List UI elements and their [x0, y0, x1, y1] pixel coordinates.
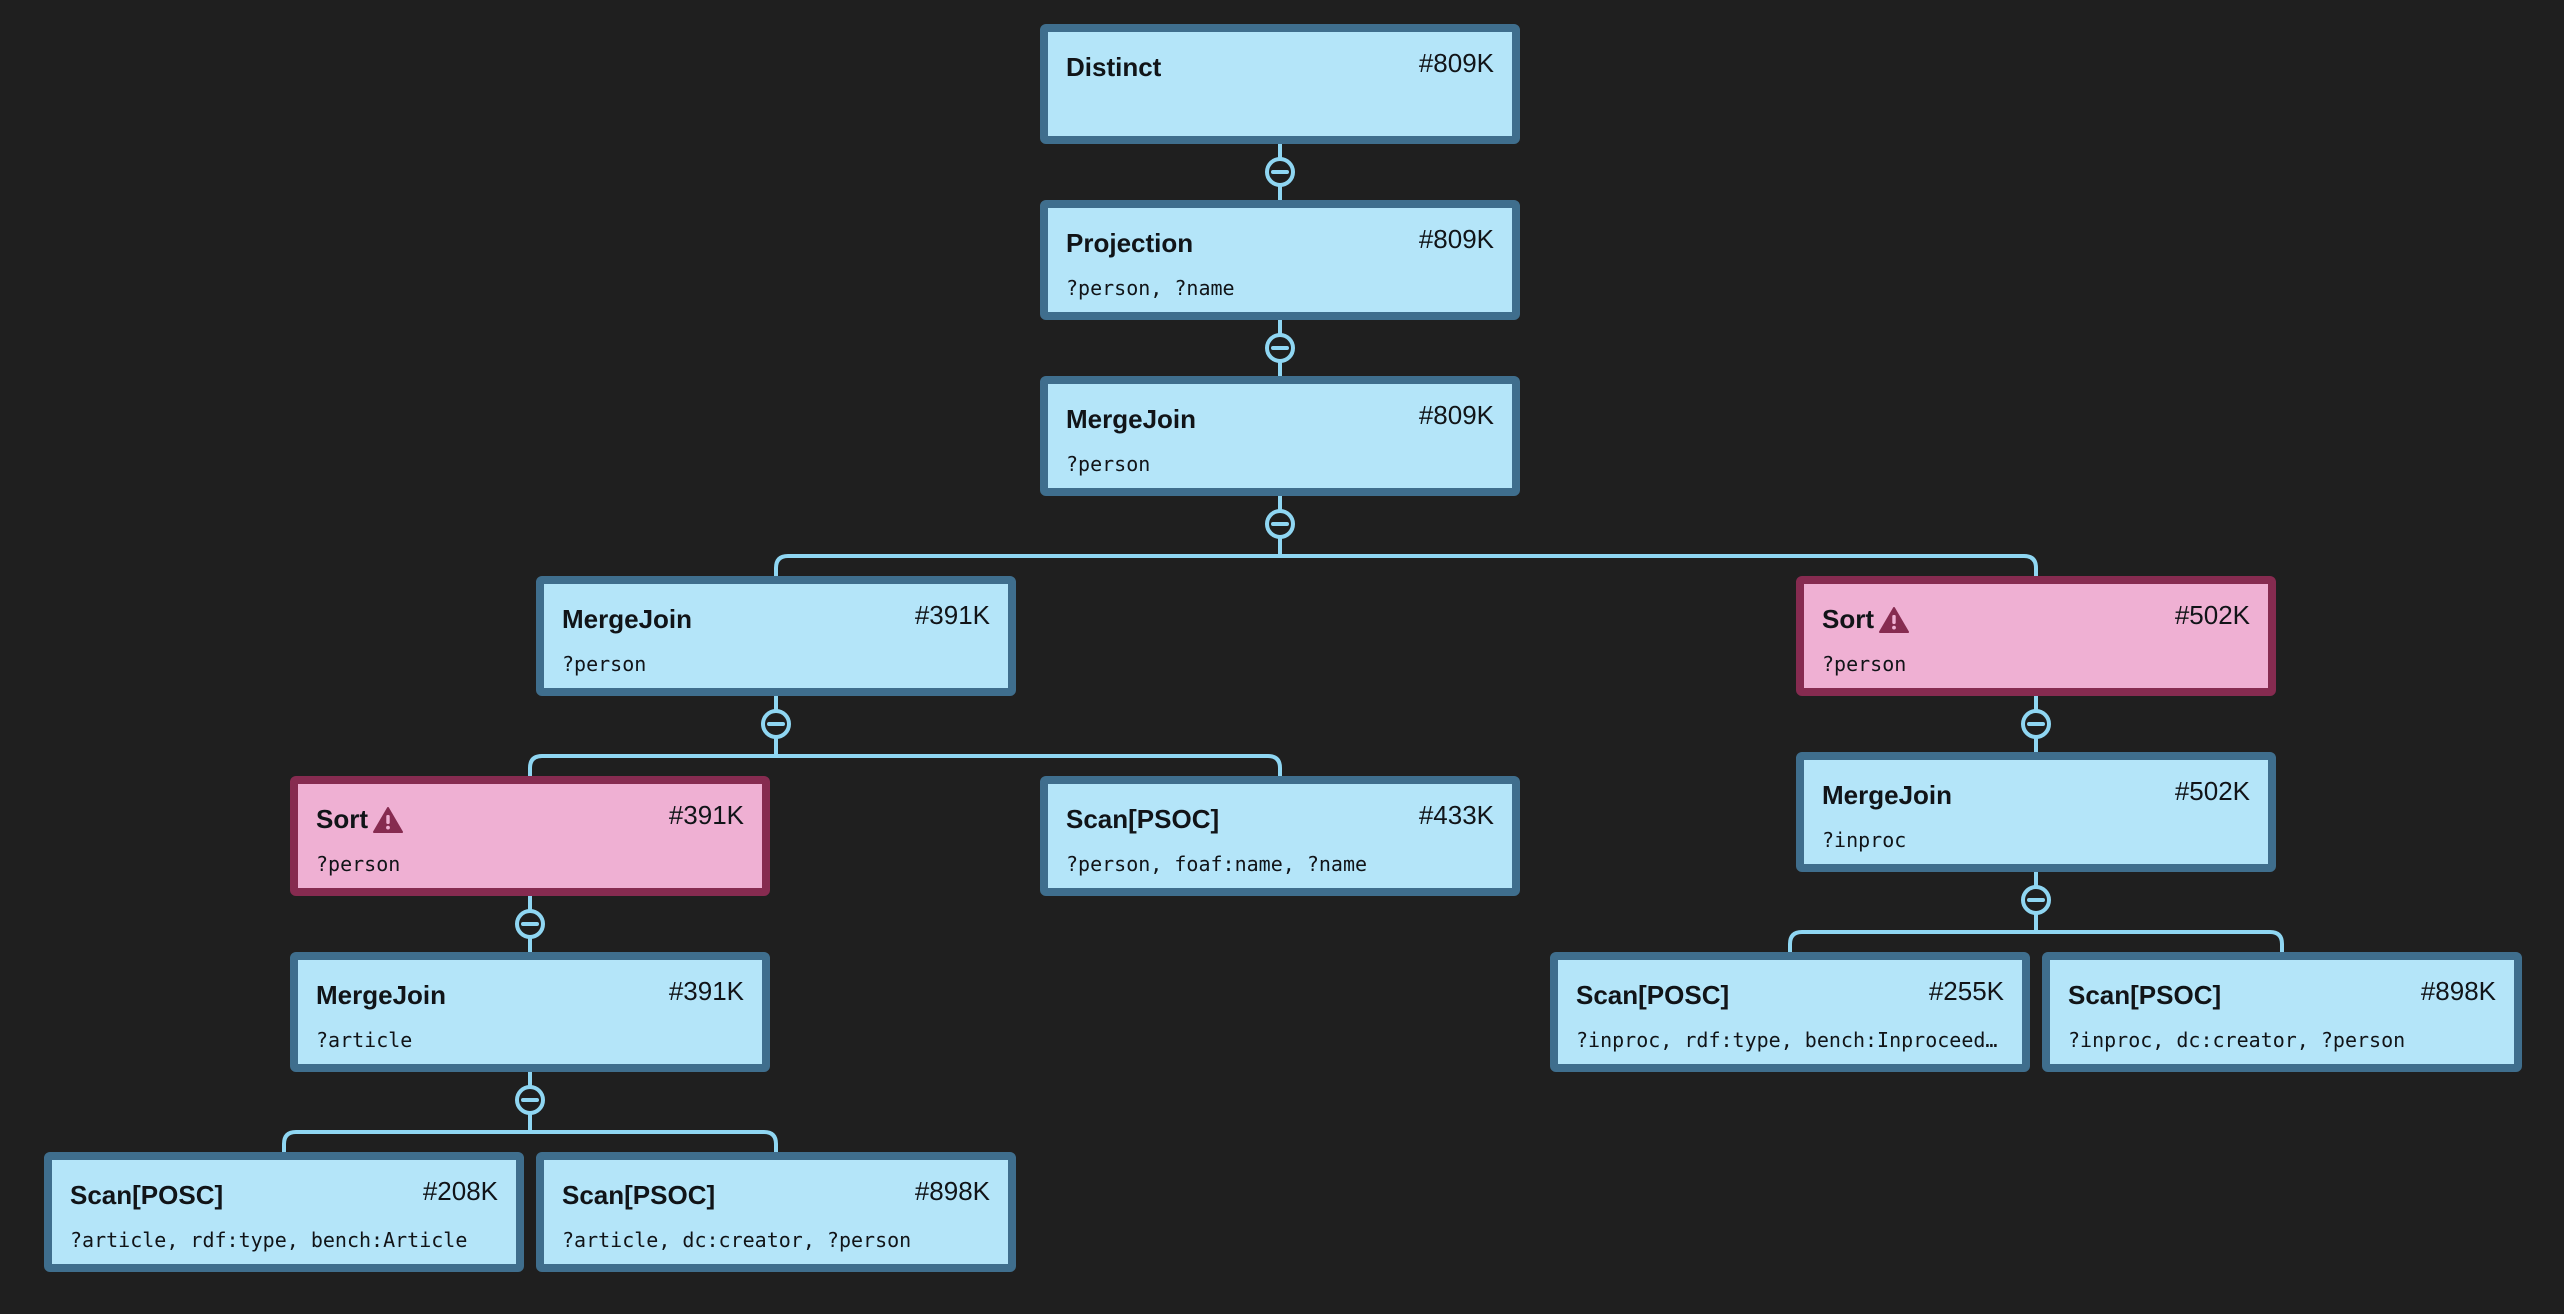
node-row-count: #502K	[2174, 776, 2250, 806]
node-title-text: MergeJoin	[1822, 780, 1953, 810]
plan-node-scan-inproc-creator[interactable]: Scan[PSOC] #898K ?inproc, dc:creator, ?per…	[2042, 952, 2522, 1072]
node-row-count: #433K	[1418, 800, 1494, 830]
node-title: Scan[POSC]	[70, 1180, 223, 1211]
node-arguments: ?person	[1066, 452, 1151, 476]
node-title: Scan[PSOC]	[2068, 980, 2221, 1011]
warning-triangle-icon	[373, 806, 403, 833]
node-title-text: Sort	[1822, 604, 1874, 634]
plan-node-scan-article-creator[interactable]: Scan[PSOC] #898K?article, dc:creator, ?pe…	[536, 1152, 1016, 1272]
node-title-text: MergeJoin	[562, 604, 693, 634]
node-row-count: #809K	[1418, 224, 1494, 254]
node-arguments: ?inproc, dc:creator, ?person	[2068, 1028, 2406, 1052]
edge-connector	[528, 754, 1282, 774]
collapse-toggle-icon[interactable]	[1265, 333, 1295, 363]
node-title-text: Scan[PSOC]	[562, 1180, 716, 1210]
node-row-count: #391K	[668, 800, 744, 830]
node-arguments: ?person	[1822, 652, 1907, 676]
node-title: Projection	[1066, 228, 1193, 259]
node-title-text: Distinct	[1066, 52, 1162, 82]
collapse-toggle-icon[interactable]	[2021, 885, 2051, 915]
node-row-count: #898K	[2420, 976, 2496, 1006]
plan-node-distinct[interactable]: Distinct #809K	[1040, 24, 1520, 144]
collapse-toggle-icon[interactable]	[515, 909, 545, 939]
collapse-toggle-icon[interactable]	[761, 709, 791, 739]
node-title: Sort	[1822, 604, 1910, 635]
plan-node-scan-name[interactable]: Scan[PSOC] #433K ?person, foaf:name, ?name	[1040, 776, 1520, 896]
node-title: Scan[PSOC]	[1066, 804, 1219, 835]
node-arguments: ?inproc, rdf:type, bench:Inproceedings	[1576, 1028, 2004, 1052]
node-title: Sort	[316, 804, 404, 835]
node-title: Distinct	[1066, 52, 1161, 83]
node-title: Scan[PSOC]	[562, 1180, 715, 1211]
node-row-count: #208K	[422, 1176, 498, 1206]
plan-node-mergejoin-inproc[interactable]: MergeJoin #502K ?inproc	[1796, 752, 2276, 872]
node-title-text: Scan[PSOC]	[2068, 980, 2222, 1010]
node-title-text: Projection	[1066, 228, 1194, 258]
plan-node-scan-article-type[interactable]: Scan[POSC] #208K ?article, rdf:type, bench…	[44, 1152, 524, 1272]
collapse-toggle-icon[interactable]	[515, 1085, 545, 1115]
node-title: MergeJoin	[1066, 404, 1196, 435]
node-title: MergeJoin	[1822, 780, 1952, 811]
node-arguments: ?article, dc:creator, ?person	[562, 1228, 912, 1252]
node-row-count: #391K	[668, 976, 744, 1006]
node-title: MergeJoin	[316, 980, 446, 1011]
node-title-text: MergeJoin	[1066, 404, 1197, 434]
node-row-count: #255K	[1928, 976, 2004, 1006]
node-row-count: #898K	[914, 1176, 990, 1206]
node-arguments: ?person, foaf:name, ?name	[1066, 852, 1368, 876]
node-arguments: ?article, rdf:type, bench:Article	[70, 1228, 468, 1252]
plan-node-scan-inproc-type[interactable]: Scan[POSC] #255K ?inproc, rdf:type, bench:…	[1550, 952, 2030, 1072]
node-row-count: #809K	[1418, 48, 1494, 78]
node-title-text: MergeJoin	[316, 980, 447, 1010]
node-arguments: ?inproc	[1822, 828, 1907, 852]
node-arguments: ?article	[316, 1028, 413, 1052]
plan-node-mergejoin-left[interactable]: MergeJoin #391K ?person	[536, 576, 1016, 696]
collapse-toggle-icon[interactable]	[2021, 709, 2051, 739]
node-title-text: Scan[PSOC]	[1066, 804, 1220, 834]
plan-node-mergejoin-root[interactable]: MergeJoin #809K ?person	[1040, 376, 1520, 496]
node-arguments: ?person, ?name	[1066, 276, 1235, 300]
plan-node-mergejoin-article[interactable]: MergeJoin #391K ?article	[290, 952, 770, 1072]
warning-triangle-icon	[1879, 606, 1909, 633]
node-row-count: #502K	[2174, 600, 2250, 630]
node-arguments: ?person	[316, 852, 401, 876]
plan-node-projection[interactable]: Projection #809K ?person, ?name	[1040, 200, 1520, 320]
node-title-text: Sort	[316, 804, 368, 834]
node-row-count: #809K	[1418, 400, 1494, 430]
edge-connector	[774, 554, 2038, 574]
node-arguments: ?person	[562, 652, 647, 676]
node-row-count: #391K	[914, 600, 990, 630]
plan-node-sort-right[interactable]: Sort #502K ?person	[1796, 576, 2276, 696]
node-title: Scan[POSC]	[1576, 980, 1729, 1011]
plan-node-sort-left[interactable]: Sort #391K ?person	[290, 776, 770, 896]
collapse-toggle-icon[interactable]	[1265, 509, 1295, 539]
edge-connector	[282, 1130, 778, 1150]
node-title-text: Scan[POSC]	[70, 1180, 224, 1210]
edge-connector	[1788, 930, 2284, 950]
node-title: MergeJoin	[562, 604, 692, 635]
node-title-text: Scan[POSC]	[1576, 980, 1730, 1010]
collapse-toggle-icon[interactable]	[1265, 157, 1295, 187]
